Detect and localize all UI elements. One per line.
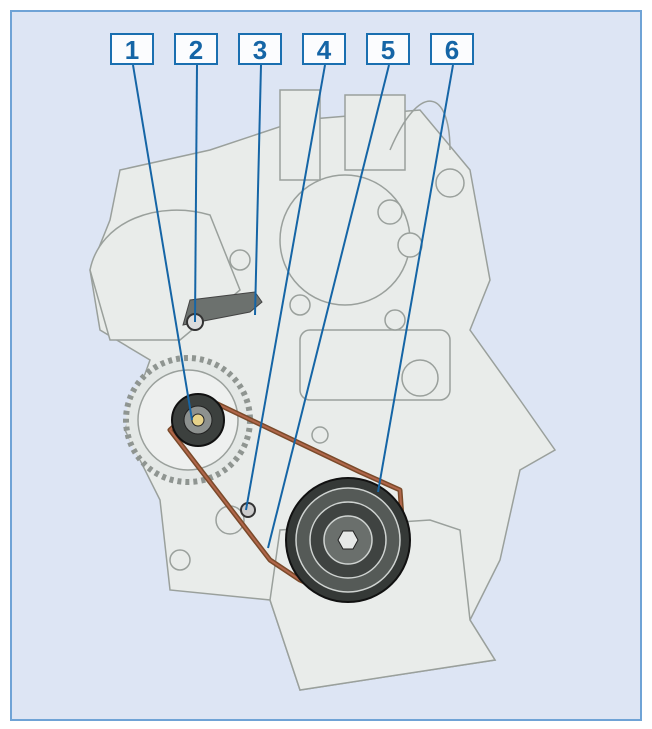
adjuster-bracket	[182, 291, 263, 326]
alternator-pulley	[171, 393, 225, 447]
callout-5: 5	[366, 33, 410, 65]
callout-1: 1	[110, 33, 154, 65]
callout-6: 6	[430, 33, 474, 65]
leader-lines	[132, 64, 454, 549]
crankshaft-pulley	[285, 477, 411, 603]
pivot-bolt	[240, 502, 256, 518]
callout-4: 4	[302, 33, 346, 65]
callout-2: 2	[174, 33, 218, 65]
engine-block	[89, 89, 557, 691]
callout-3: 3	[238, 33, 282, 65]
